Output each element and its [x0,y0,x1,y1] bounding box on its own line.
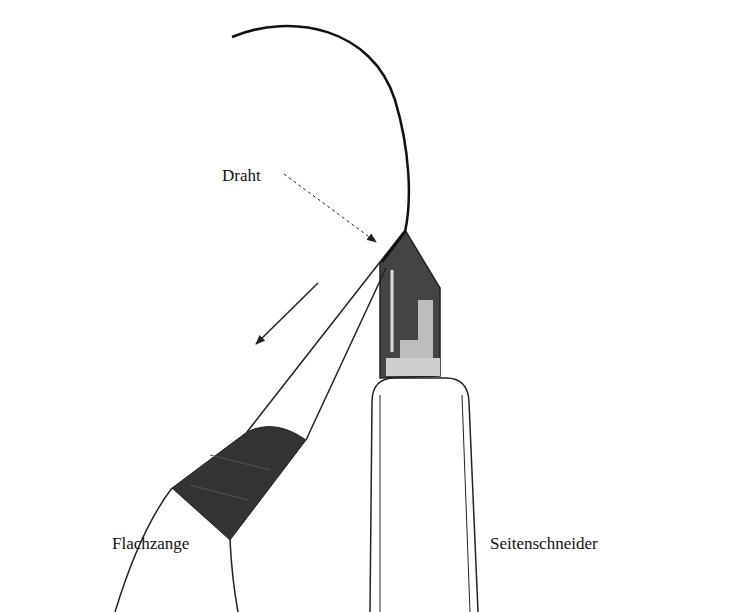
cutter-label: Seitenschneider [490,534,598,554]
cutter-edge [391,270,394,352]
leader-line [284,174,376,242]
cutter-highlight [400,300,433,358]
wire [232,26,409,262]
pliers-label: Flachzange [112,534,189,554]
cutter-handle-inner [380,395,470,612]
pull-arrow [256,283,318,344]
wire-label: Draht [222,166,261,186]
cutter-joint [386,358,440,376]
pliers-grip-line [190,455,270,500]
pliers-jaws [247,262,386,440]
cutter-handle [370,378,478,612]
pliers-grip [172,427,306,540]
